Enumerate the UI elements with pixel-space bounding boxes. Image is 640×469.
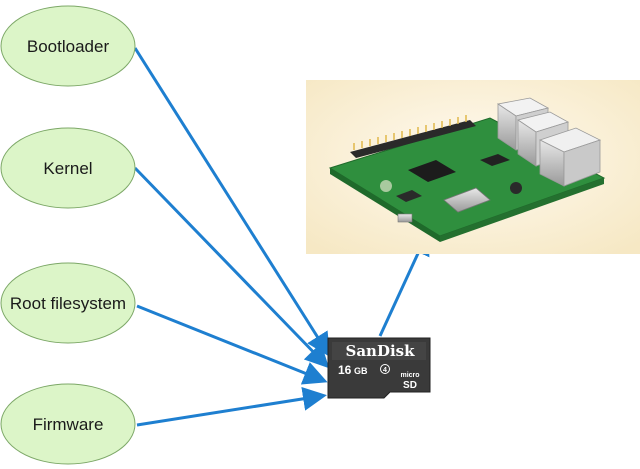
edge-kernel-to-sdcard — [133, 166, 330, 369]
board-gpio-pins — [353, 115, 467, 150]
node-bootloader: Bootloader — [0, 5, 136, 87]
board-soc-chip — [408, 160, 456, 182]
edge-bootloader-to-sdcard — [133, 47, 331, 358]
sd-card-capacity-number: 16 — [338, 363, 352, 377]
node-firmware: Firmware — [0, 383, 136, 465]
board-logo — [380, 180, 392, 192]
node-rootfs-shape — [0, 262, 136, 344]
edge-firmware-to-sdcard — [136, 386, 327, 427]
board-ethernet-port — [538, 127, 602, 187]
sd-card: SanDisk 16 GB 4 micro SD — [327, 337, 431, 399]
board-chip-small — [480, 154, 510, 166]
node-rootfs-label: Root filesystem — [10, 294, 126, 313]
raspberry-pi-board-icon — [306, 80, 640, 254]
edge-rootfs-to-sdcard — [136, 304, 328, 385]
board-pcb-edge-right — [440, 178, 604, 242]
sd-card-label-band — [332, 342, 426, 360]
node-rootfs: Root filesystem — [0, 262, 136, 344]
edges — [133, 47, 430, 427]
sd-card-capacity-unit: GB — [354, 366, 368, 376]
sd-card-micro-mark: micro — [400, 372, 419, 379]
sd-card-class-badge — [380, 364, 390, 374]
board-gpio-header — [350, 120, 476, 158]
sd-card-class-number: 4 — [383, 367, 387, 374]
node-firmware-shape — [0, 383, 136, 465]
node-kernel: Kernel — [0, 127, 136, 209]
node-kernel-label: Kernel — [43, 159, 92, 178]
board-audio-jack — [510, 182, 522, 194]
sd-card-brand: SanDisk — [345, 342, 415, 360]
board-pcb-edge — [330, 168, 440, 242]
board-hdmi-port — [443, 187, 491, 213]
board-micro-usb — [397, 213, 413, 223]
node-bootloader-shape — [0, 5, 136, 87]
node-bootloader-label: Bootloader — [27, 37, 110, 56]
board-chip-mid — [396, 190, 422, 202]
node-kernel-shape — [0, 127, 136, 209]
sd-card-sd-logo: SD — [403, 380, 417, 391]
node-firmware-label: Firmware — [33, 415, 104, 434]
